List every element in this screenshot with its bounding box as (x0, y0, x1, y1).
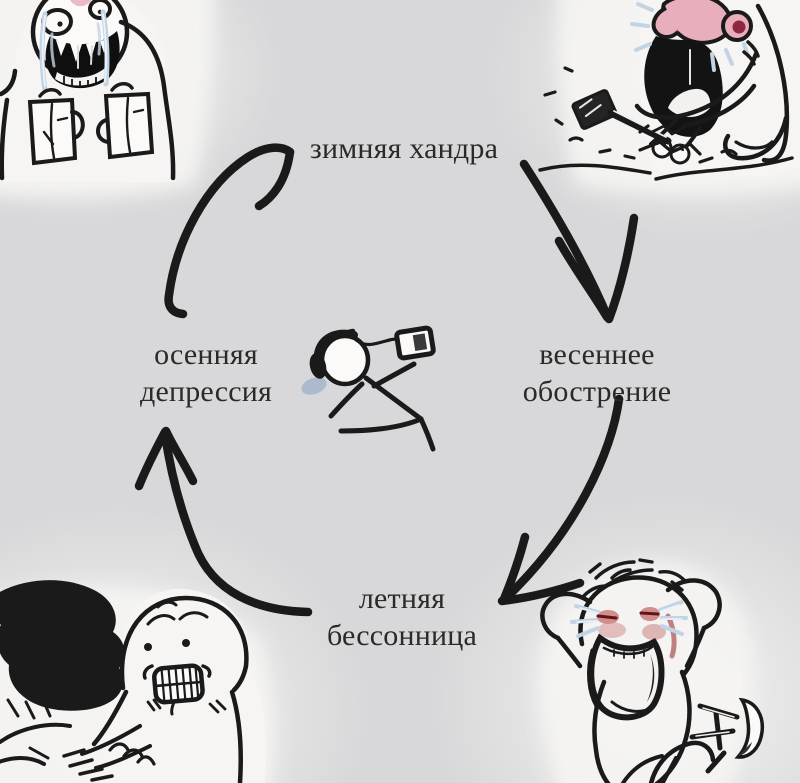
stick-figure-listening-icon (301, 325, 436, 452)
label-autumn: осенняя депрессия (140, 338, 272, 408)
arrow-spring-to-summer (497, 394, 624, 606)
crying-face-with-mugs (0, 0, 176, 182)
arrow-autumn-to-winter (164, 143, 295, 319)
arrow-summer-to-autumn (134, 426, 313, 617)
arrow-winter-to-spring (519, 159, 639, 324)
label-spring: весеннее обострение (522, 338, 672, 408)
label-winter: зимняя хандра (309, 132, 499, 165)
screaming-hammer-smash (538, 0, 800, 181)
wailing-cry-figure (540, 558, 765, 783)
label-summer: летняя бессонница (326, 582, 478, 652)
grinning-grab (0, 580, 267, 783)
